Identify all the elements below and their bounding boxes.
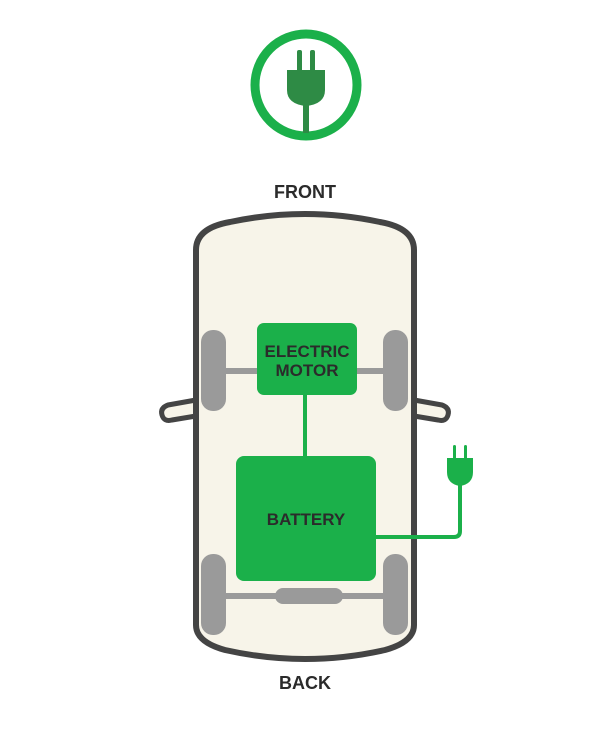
side-mirrors (159, 397, 451, 423)
wheel-front-right (383, 330, 408, 411)
battery-box (236, 456, 376, 581)
motor-battery-cable (303, 392, 307, 458)
wheel-front-left (201, 330, 226, 411)
wheels (201, 330, 408, 635)
plug-icon (250, 29, 362, 141)
charging-cable (375, 485, 462, 539)
electric-motor-label-line2: MOTOR (276, 361, 339, 380)
back-label: BACK (279, 673, 331, 693)
electric-motor-box (257, 323, 357, 395)
differential (275, 588, 343, 604)
front-label: FRONT (274, 182, 336, 202)
plug-icon (447, 445, 473, 486)
battery-label: BATTERY (267, 510, 346, 529)
wheel-rear-left (201, 554, 226, 635)
electric-motor-label-line1: ELECTRIC (265, 342, 350, 361)
wheel-rear-right (383, 554, 408, 635)
